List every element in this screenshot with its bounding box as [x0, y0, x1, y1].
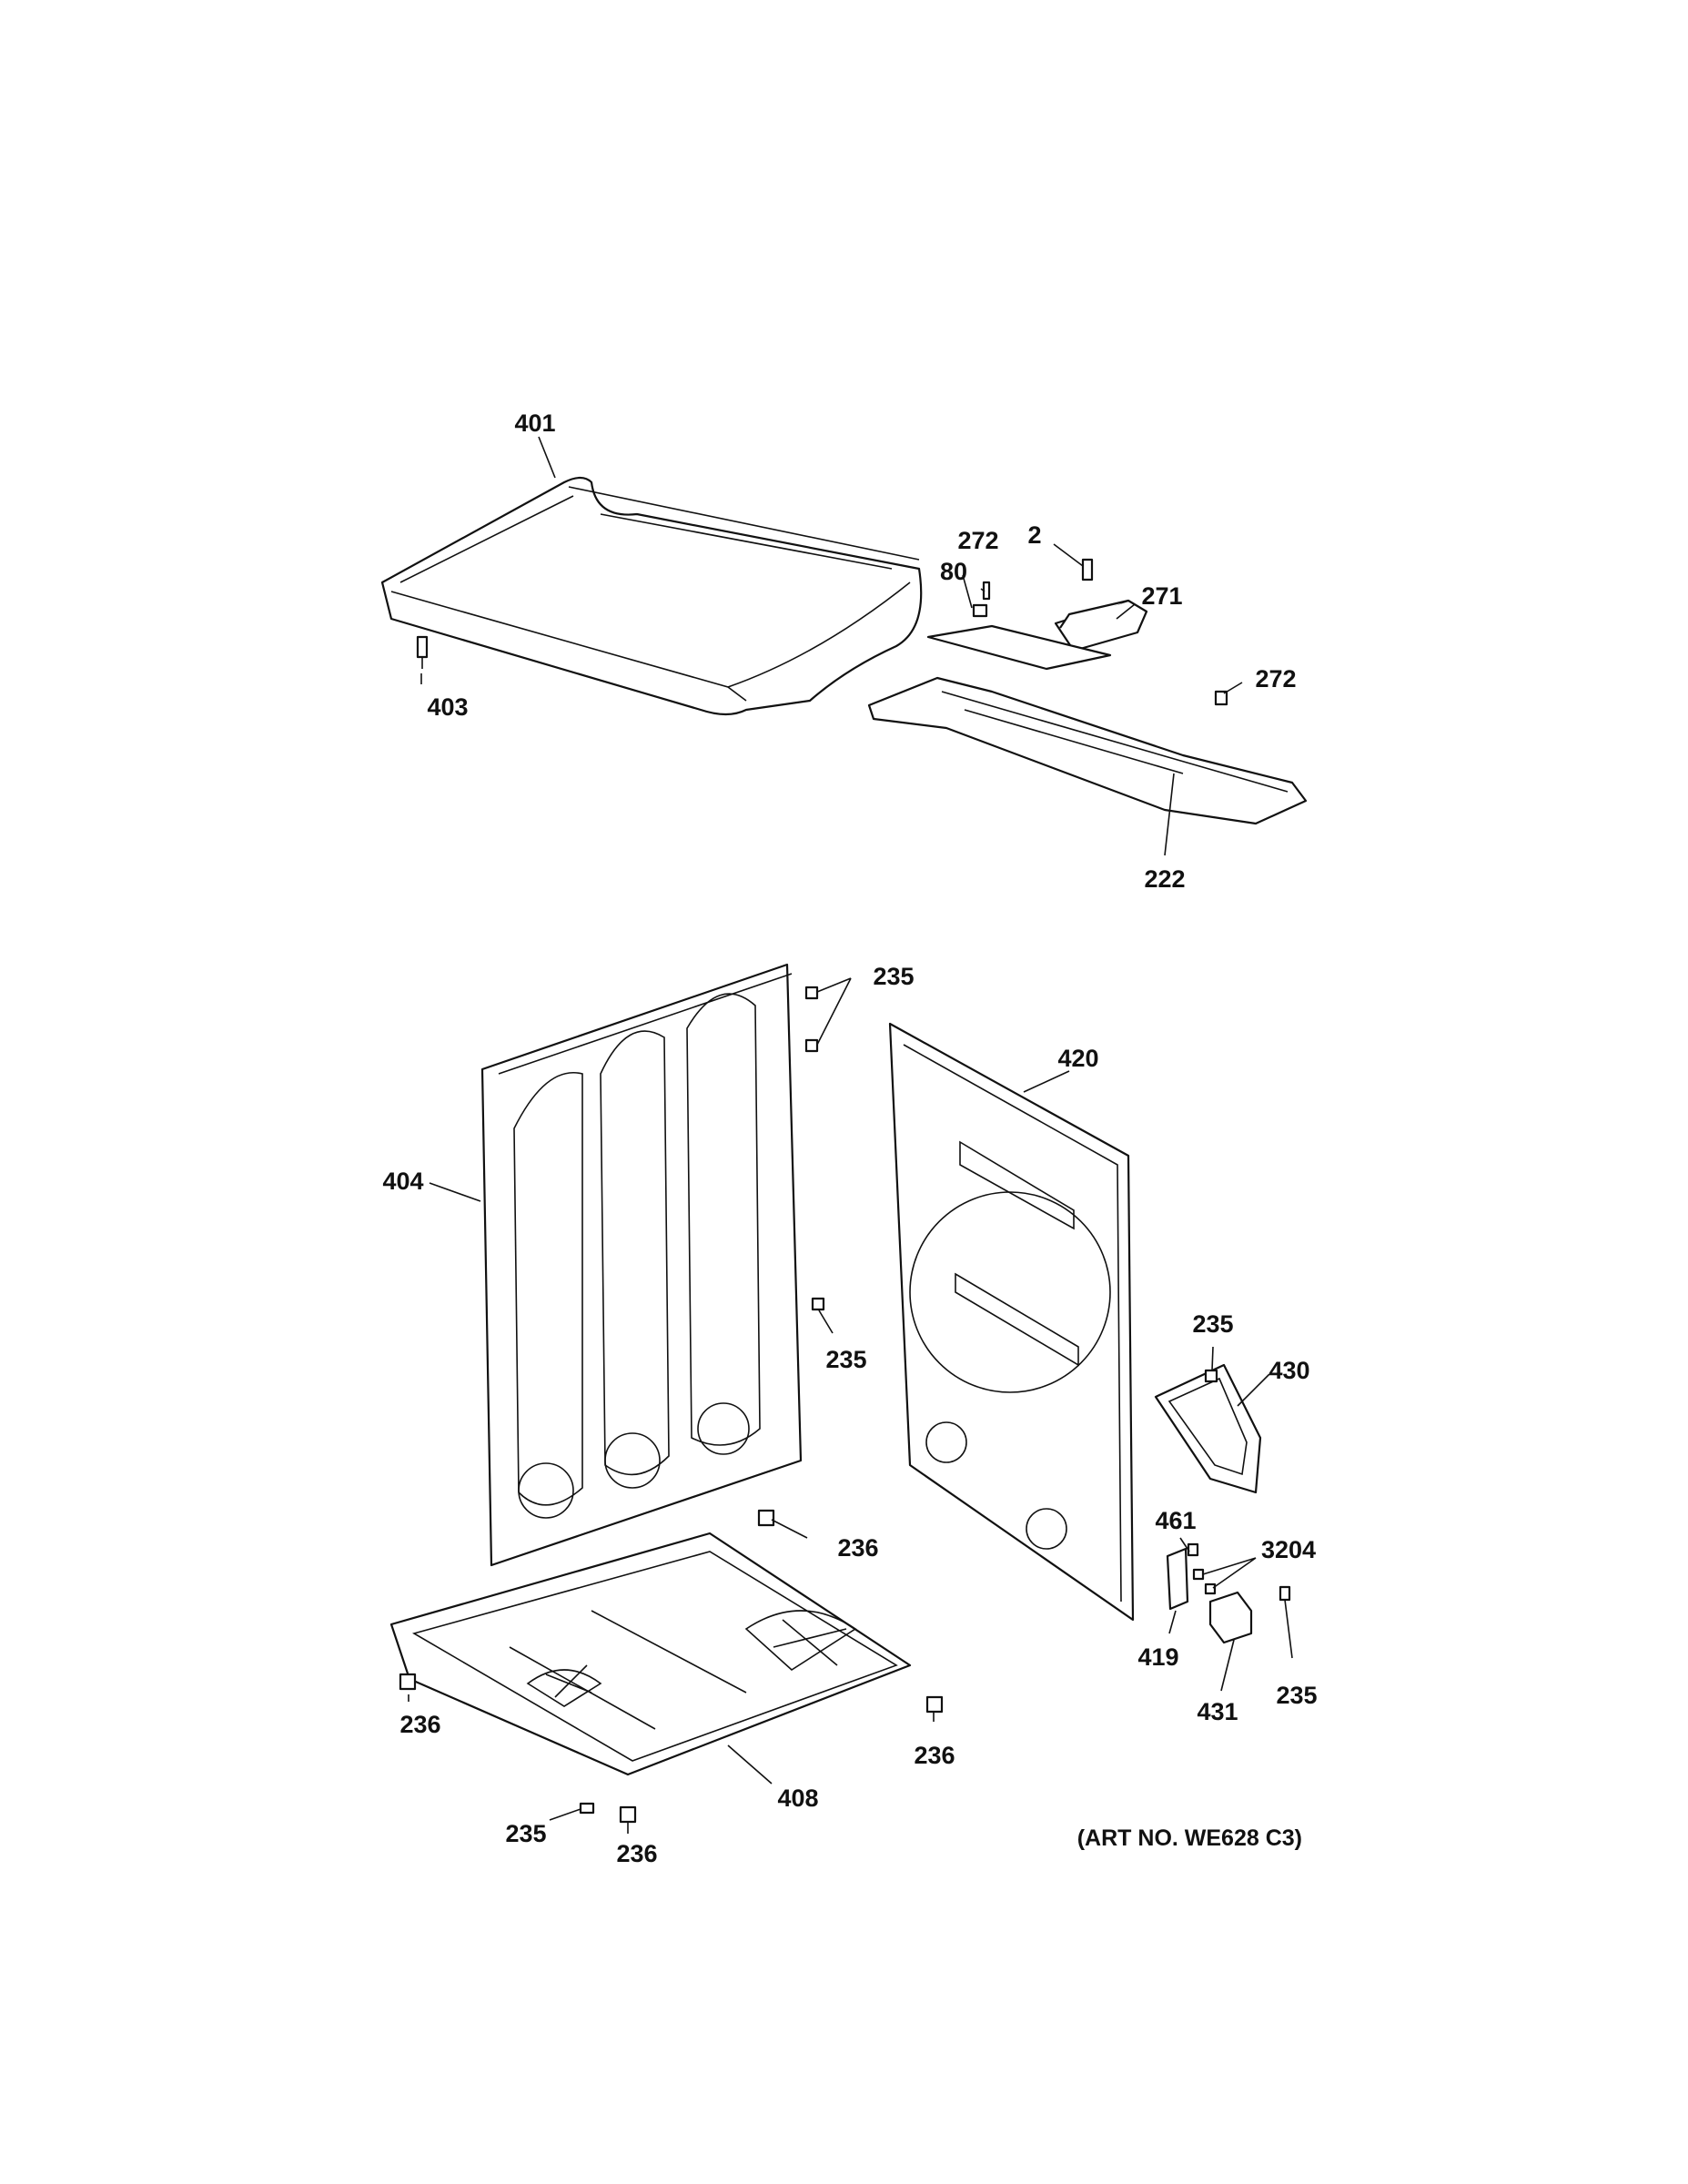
- legs-236-parts[interactable]: [399, 1509, 944, 1824]
- clip-80-part[interactable]: [972, 603, 988, 618]
- callout-419: 419: [1137, 1643, 1178, 1671]
- art-number: (ART NO. WE628 C3): [1077, 1825, 1302, 1851]
- callout-235-base: 235: [505, 1820, 546, 1847]
- screw-461-part[interactable]: [1187, 1542, 1199, 1557]
- gasket-430-part[interactable]: [1154, 1363, 1262, 1494]
- callout-236-b: 236: [399, 1711, 440, 1738]
- callout-80: 80: [940, 558, 967, 585]
- screw-2-part[interactable]: [1081, 558, 1094, 581]
- callout-235-top: 235: [873, 963, 914, 990]
- callout-236-d: 236: [616, 1840, 657, 1867]
- callout-236-a: 236: [837, 1534, 878, 1562]
- callout-420: 420: [1057, 1045, 1098, 1072]
- rail-222-part[interactable]: [867, 676, 1308, 825]
- callout-401: 401: [514, 410, 555, 437]
- leader-lines: [408, 436, 1293, 1834]
- screws-235-top-parts[interactable]: [804, 986, 819, 1053]
- callout-222: 222: [1144, 865, 1185, 893]
- clip-272b-part[interactable]: [1214, 690, 1228, 706]
- callout-431: 431: [1197, 1698, 1238, 1725]
- front-panel-420-part[interactable]: [888, 1022, 1135, 1622]
- bracket-271-part[interactable]: [1054, 599, 1148, 652]
- screw-235-gasket-part[interactable]: [1204, 1369, 1218, 1383]
- callout-235-rear: 235: [825, 1346, 866, 1373]
- callout-235-gasket: 235: [1192, 1310, 1233, 1338]
- callout-403: 403: [427, 693, 468, 721]
- cover-plate-part[interactable]: [926, 624, 1112, 671]
- callout-235-block: 235: [1276, 1682, 1317, 1709]
- screw-235-block-part[interactable]: [1279, 1585, 1291, 1602]
- callout-236-c: 236: [914, 1742, 955, 1769]
- top-panel-part[interactable]: [380, 476, 923, 716]
- base-408-part[interactable]: [389, 1532, 912, 1776]
- callout-408: 408: [777, 1785, 818, 1812]
- rear-panel-404-part[interactable]: [480, 963, 803, 1567]
- bracket-419-part[interactable]: [1166, 1547, 1189, 1611]
- block-431-part[interactable]: [1208, 1591, 1253, 1644]
- callout-461: 461: [1155, 1507, 1196, 1534]
- screw-235-rear-part[interactable]: [811, 1297, 825, 1311]
- callout-labels: 401 403 272 80 2 271 272 222 235 404 235…: [382, 410, 1317, 1867]
- callout-404: 404: [382, 1168, 423, 1195]
- callout-430: 430: [1269, 1357, 1309, 1384]
- callout-271: 271: [1141, 582, 1182, 610]
- callout-272b: 272: [1255, 665, 1296, 693]
- callout-2: 2: [1027, 521, 1041, 549]
- callout-3204: 3204: [1261, 1536, 1316, 1563]
- screw-235-base-part[interactable]: [579, 1802, 595, 1815]
- callout-272a: 272: [957, 527, 998, 554]
- top-panel-screw[interactable]: [416, 635, 429, 669]
